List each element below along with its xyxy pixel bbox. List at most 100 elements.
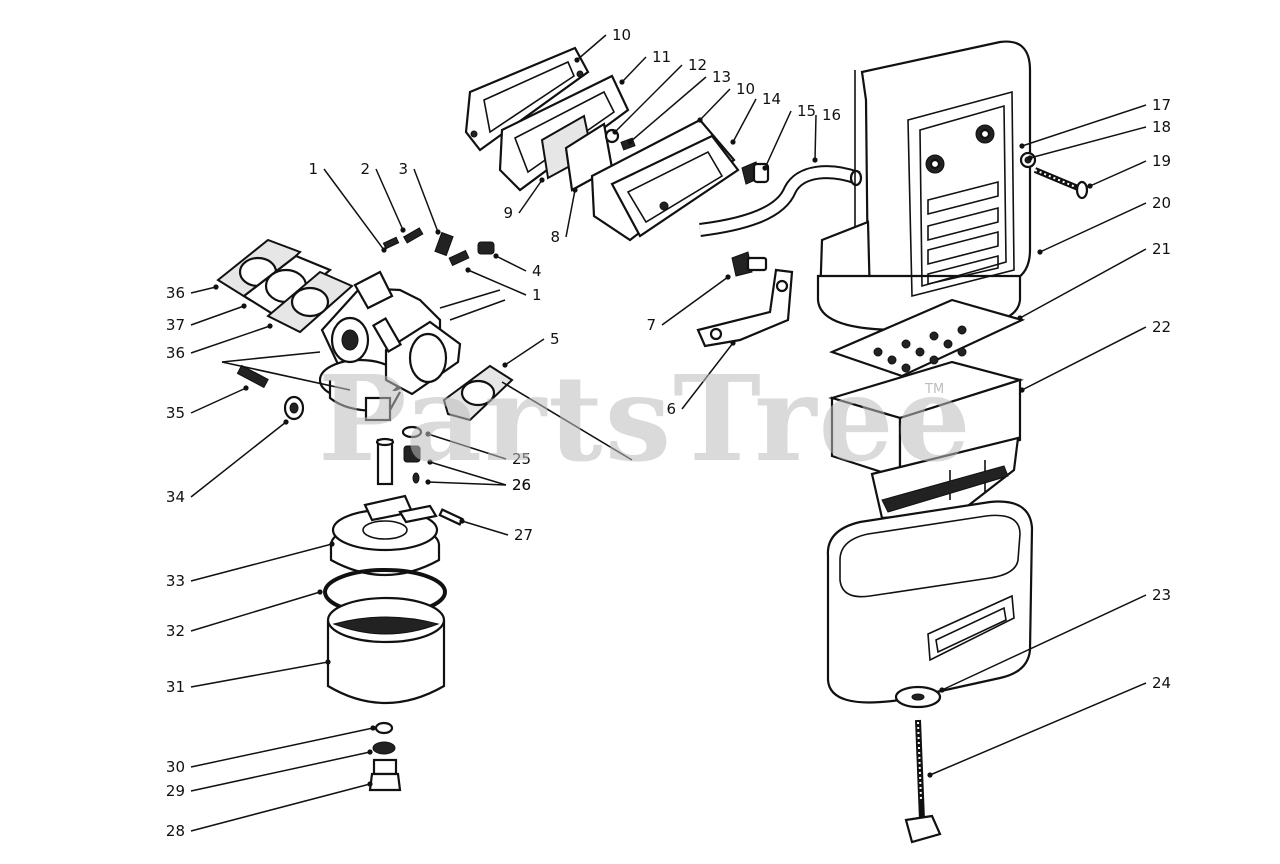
callout-leader [427, 433, 507, 460]
callout-leader [190, 387, 247, 414]
callout-28: 28 [166, 781, 373, 840]
callout-leader [1029, 126, 1147, 159]
screws-1-2-3-4 [382, 227, 495, 267]
nut-34 [283, 395, 305, 421]
callout-25: 25 [425, 431, 531, 468]
callout-leader [576, 34, 607, 61]
callout-1: 1 [465, 267, 542, 304]
callout-dot [435, 229, 441, 235]
callout-number: 36 [166, 344, 185, 362]
spacer-37 [242, 254, 333, 318]
callout-3: 3 [398, 160, 441, 235]
callout-leader [190, 543, 333, 582]
callout-leader [814, 114, 817, 161]
callout-6: 6 [666, 340, 736, 418]
callout-26: 26 [425, 476, 531, 494]
callout-34: 34 [166, 419, 289, 506]
fuel-parts-25-26-27 [375, 425, 464, 526]
callout-leader [565, 189, 576, 238]
callout-number: 21 [1152, 240, 1171, 258]
callout-29: 29 [166, 749, 373, 800]
callout-dot [465, 267, 471, 273]
callout-dot [725, 274, 731, 280]
callout-number: 30 [166, 758, 185, 776]
callout-number: 26 [512, 476, 531, 494]
callout-dot [325, 659, 331, 665]
callout-15: 15 [762, 102, 816, 171]
callout-leader [1019, 248, 1147, 319]
callout-dot [425, 479, 431, 485]
callout-13: 13 [627, 68, 731, 145]
callout-number: 36 [166, 284, 185, 302]
callout-dot [572, 187, 578, 193]
callout-dot [730, 139, 736, 145]
callout-dot [243, 385, 249, 391]
callout-leader [732, 98, 757, 143]
callout-dot [927, 772, 933, 778]
callout-5: 5 [502, 330, 560, 368]
callout-dot [1019, 143, 1025, 149]
carburetor-body [318, 270, 506, 422]
callout-30: 30 [166, 725, 376, 776]
callout-dot [459, 518, 465, 524]
callout-leader [1039, 202, 1147, 253]
callout-number: 15 [797, 102, 816, 120]
callout-leader [190, 727, 374, 768]
callout-leader [190, 661, 329, 688]
callout-leader [323, 168, 385, 251]
callout-leader [621, 56, 647, 83]
callout-leader [190, 751, 371, 792]
callout-number: 26 [512, 476, 531, 494]
callout-leader [699, 88, 731, 121]
float-33 [329, 494, 441, 576]
callout-dot [574, 57, 580, 63]
callout-dot [619, 79, 625, 85]
callout-14: 14 [730, 90, 781, 145]
callout-26: 26 [427, 459, 531, 494]
callout-number: 7 [646, 316, 656, 334]
callout-leader [190, 591, 321, 632]
callout-leader [941, 594, 1147, 691]
callout-number: 2 [360, 160, 370, 178]
callout-number: 12 [688, 56, 707, 74]
callout-leader [929, 682, 1147, 776]
callout-number: 3 [398, 160, 408, 178]
callout-number: 22 [1152, 318, 1171, 336]
callout-36: 36 [166, 323, 273, 362]
callout-leader [614, 64, 683, 133]
callout-dot [367, 749, 373, 755]
callout-dot [612, 129, 618, 135]
gasket-5 [442, 364, 514, 422]
spring-35 [236, 364, 269, 389]
washer-18 [1019, 151, 1037, 169]
callout-leader [190, 305, 245, 326]
callout-number: 1 [532, 286, 542, 304]
callout-number: 6 [666, 400, 676, 418]
callout-dot [317, 589, 323, 595]
callout-dot [367, 781, 373, 787]
bowl-bolt-28-30 [368, 721, 402, 792]
screw-7 [731, 251, 768, 277]
callout-dot [1019, 387, 1025, 393]
callout-number: 14 [762, 90, 781, 108]
callout-18: 18 [1027, 118, 1171, 161]
callout-dot [283, 419, 289, 425]
callout-leader [427, 481, 507, 486]
callout-dot [539, 177, 545, 183]
air-cleaner-base [826, 500, 1034, 704]
callout-21: 21 [1017, 240, 1171, 321]
callout-number: 10 [612, 26, 631, 44]
callout-leader [413, 168, 439, 233]
callout-number: 34 [166, 488, 185, 506]
callout-10: 10 [574, 26, 631, 63]
callout-20: 20 [1037, 194, 1171, 255]
callout-dot [381, 247, 387, 253]
callout-number: 1 [308, 160, 318, 178]
callout-12: 12 [612, 56, 707, 135]
air-cleaner-cover-20 [816, 40, 1032, 332]
callout-leader [190, 421, 287, 498]
cover-plate-10b [590, 118, 740, 242]
callout-dot [267, 323, 273, 329]
callout-17: 17 [1019, 96, 1171, 149]
